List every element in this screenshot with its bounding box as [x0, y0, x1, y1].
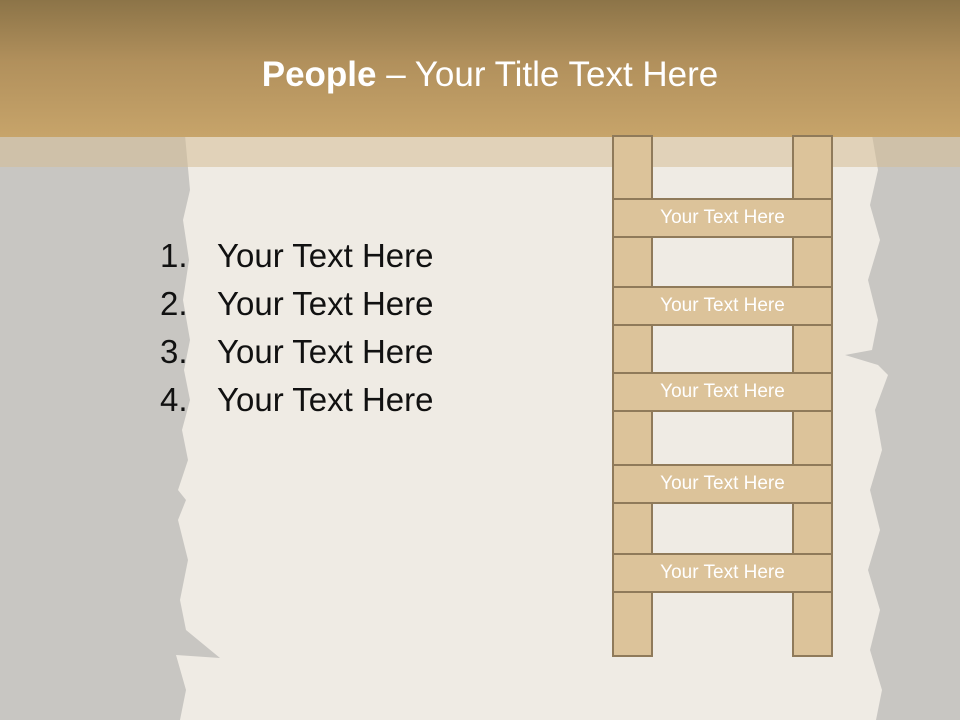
list-text: Your Text Here [217, 237, 434, 274]
list-text: Your Text Here [217, 285, 434, 322]
list-number: 1. [160, 237, 188, 274]
list-item: 3. Your Text Here [160, 328, 433, 376]
ladder-rung: Your Text Here [612, 553, 833, 593]
title-bold: People [261, 55, 377, 94]
ladder-rung: Your Text Here [612, 198, 833, 238]
list-item: 4. Your Text Here [160, 376, 433, 424]
title-rest: – Your Title Text Here [376, 55, 719, 94]
ladder-rung: Your Text Here [612, 286, 833, 326]
list-text: Your Text Here [217, 381, 434, 418]
list-number: 2. [160, 285, 188, 322]
list-text: Your Text Here [217, 333, 434, 370]
list-item: 1. Your Text Here [160, 232, 433, 280]
slide-title: People – Your Title Text Here [0, 52, 960, 98]
ladder-rung: Your Text Here [612, 464, 833, 504]
numbered-list: 1. Your Text Here 2. Your Text Here 3. Your… [160, 232, 433, 424]
list-item: 2. Your Text Here [160, 280, 433, 328]
list-number: 4. [160, 381, 188, 418]
list-number: 3. [160, 333, 188, 370]
ladder-rung: Your Text Here [612, 372, 833, 412]
title-bar [0, 0, 960, 137]
